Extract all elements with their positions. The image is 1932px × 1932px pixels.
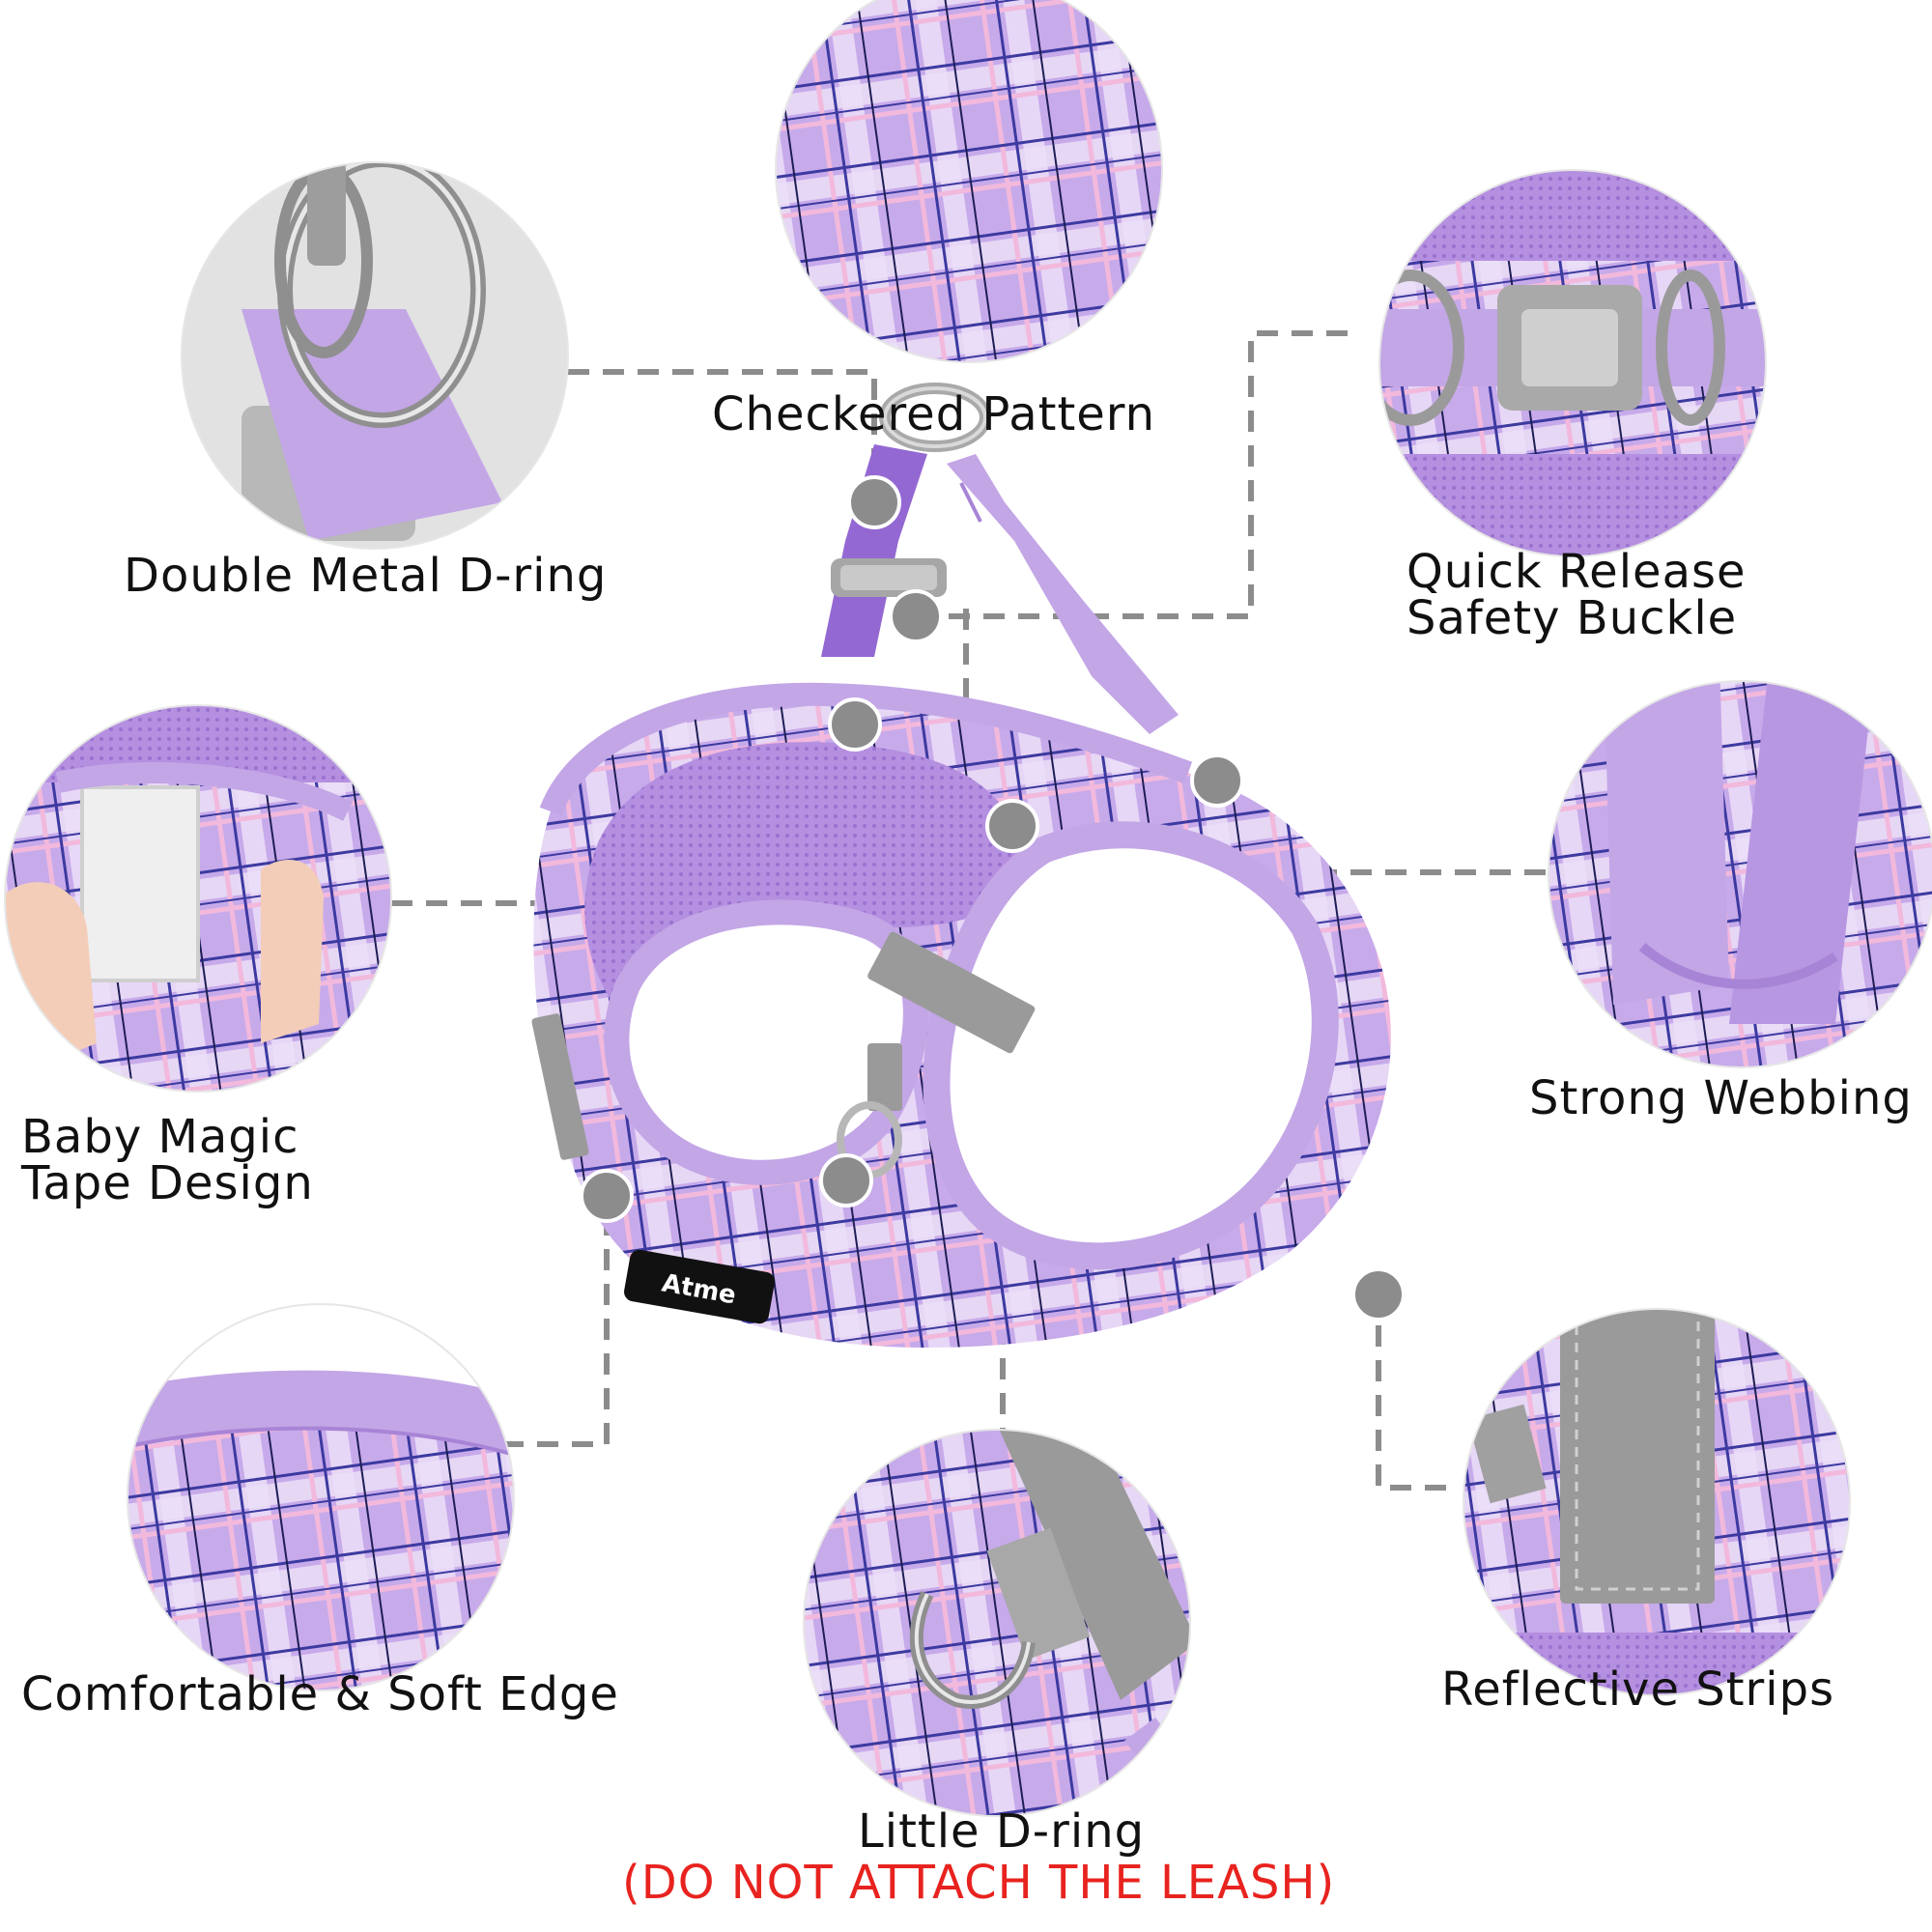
label-buckle-line1: Quick Release (1406, 545, 1747, 599)
detail-circle-soft-edge (127, 1303, 515, 1691)
label-quick-release-buckle: Quick Release Safety Buckle (1406, 549, 1747, 641)
detail-circle-magic-tape (4, 704, 392, 1093)
label-soft-edge: Comfortable & Soft Edge (21, 1667, 619, 1721)
detail-circle-reflective (1463, 1308, 1851, 1696)
label-strong-webbing: Strong Webbing (1529, 1071, 1913, 1125)
detail-circle-d-ring (181, 161, 569, 550)
callout-dots (580, 475, 1406, 1321)
detail-circle-buckle (1378, 169, 1767, 557)
harness: Atme (531, 383, 1391, 1348)
detail-circle-checkered (775, 0, 1163, 363)
label-little-d-ring: Little D-ring (858, 1804, 1146, 1859)
detail-circle-webbing (1548, 680, 1932, 1068)
label-buckle-line2: Safety Buckle (1406, 591, 1738, 645)
label-baby-magic-tape: Baby Magic Tape Design (21, 1114, 314, 1207)
label-magic-line1: Baby Magic (21, 1110, 299, 1164)
warning-do-not-attach-leash: (DO NOT ATTACH THE LEASH) (622, 1856, 1336, 1910)
detail-circle-little-ring (803, 1429, 1191, 1817)
label-checkered-pattern: Checkered Pattern (712, 387, 1156, 441)
label-double-metal-d-ring: Double Metal D-ring (124, 549, 608, 603)
label-magic-line2: Tape Design (21, 1156, 314, 1210)
label-reflective-strips: Reflective Strips (1441, 1662, 1835, 1717)
